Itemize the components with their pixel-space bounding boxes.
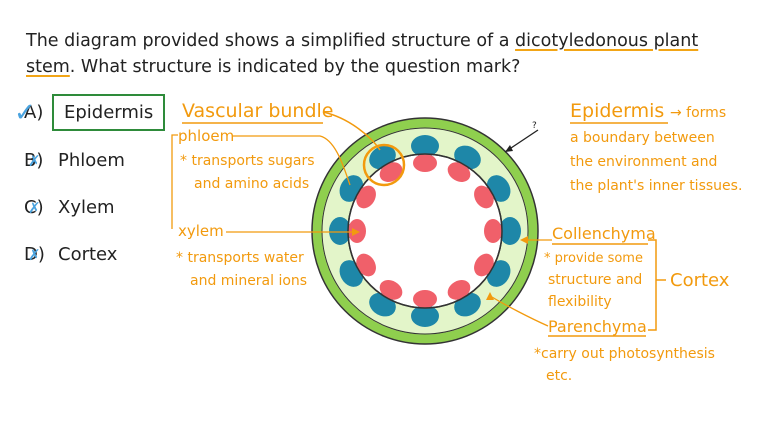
xylem-patch bbox=[356, 253, 376, 277]
epidermis-inner-outline bbox=[321, 127, 529, 335]
parenchyma-pointer bbox=[491, 296, 549, 327]
option-d-letter: D) bbox=[24, 243, 45, 265]
cortex-bracket bbox=[648, 239, 657, 331]
parenchyma-note-1: *carry out photosynthesis bbox=[534, 346, 715, 362]
phloem-pointer bbox=[232, 135, 351, 186]
parenchyma-label: Parenchyma bbox=[548, 317, 647, 336]
option-a-letter: A) bbox=[24, 101, 44, 123]
cambium-ring bbox=[347, 153, 503, 309]
phloem-patch bbox=[411, 135, 439, 157]
cortex-label: Cortex bbox=[670, 270, 730, 291]
option-b-letter: B) bbox=[24, 149, 44, 171]
epidermis-label: Epidermis bbox=[570, 100, 664, 122]
xylem-patch bbox=[379, 162, 403, 182]
xylem-patch bbox=[474, 253, 494, 277]
phloem-label: phloem bbox=[178, 127, 234, 145]
option-b-text: Phloem bbox=[58, 149, 125, 171]
question-part-3: . What structure is indicated by the que… bbox=[69, 57, 521, 77]
xylem-patch bbox=[413, 154, 437, 172]
check-mark-icon: ✓ bbox=[14, 98, 36, 128]
arrow-head-icon bbox=[505, 145, 513, 152]
question-part-1: The diagram provided shows a simplified … bbox=[26, 31, 516, 51]
xylem-note-1: * transports water bbox=[176, 250, 304, 266]
question-highlight-plant: dicotyledonous plant bbox=[515, 31, 699, 51]
collenchyma-label: Collenchyma bbox=[552, 224, 656, 243]
option-c-letter: C) bbox=[24, 196, 44, 218]
xylem-patch bbox=[484, 219, 502, 243]
xylem-patch bbox=[356, 185, 376, 209]
xylem-patch bbox=[474, 185, 494, 209]
cambium-line bbox=[347, 153, 503, 309]
cross-mark-icon: ✗ bbox=[28, 246, 41, 264]
option-c-text: Xylem bbox=[58, 196, 115, 218]
option-b[interactable]: B) Phloem bbox=[24, 142, 125, 178]
collenchyma-note-1: * provide some bbox=[544, 251, 643, 266]
epidermis-note-3: the environment and bbox=[570, 154, 717, 170]
xylem-patch bbox=[447, 162, 471, 182]
collenchyma-note-3: flexibility bbox=[548, 294, 612, 310]
phloem-bracket bbox=[171, 134, 178, 145]
vascular-bundle-pointer bbox=[322, 111, 381, 151]
option-c[interactable]: C) Xylem bbox=[24, 189, 115, 225]
xylem-label: xylem bbox=[178, 222, 224, 240]
vascular-bundle-highlight bbox=[362, 143, 406, 187]
xylem-patch bbox=[413, 290, 437, 308]
xylem-patch bbox=[379, 280, 403, 300]
option-a[interactable]: A) Epidermis bbox=[24, 93, 166, 131]
arrow-head-icon bbox=[486, 292, 494, 300]
epidermis-note-2: a boundary between bbox=[570, 130, 715, 146]
parenchyma-note-2: etc. bbox=[546, 368, 572, 384]
phloem-note-1: * transports sugars bbox=[180, 153, 315, 169]
xylem-note-2: and mineral ions bbox=[190, 273, 307, 289]
epidermis-note-4: the plant's inner tissues. bbox=[570, 178, 742, 194]
cross-mark-icon: ✗ bbox=[28, 199, 41, 217]
option-d-text: Cortex bbox=[58, 243, 118, 265]
xylem-patch bbox=[447, 280, 471, 300]
collenchyma-note-2: structure and bbox=[548, 272, 642, 288]
option-d[interactable]: D) Cortex bbox=[24, 236, 117, 272]
vascular-bundles bbox=[329, 135, 521, 327]
arrow-head-icon bbox=[352, 228, 360, 236]
phloem-patch bbox=[329, 217, 351, 245]
cross-mark-icon: ✗ bbox=[28, 152, 41, 170]
arrow-head-icon bbox=[520, 236, 528, 244]
option-a-text: Epidermis bbox=[52, 93, 166, 131]
question-mark-label: ? bbox=[532, 121, 537, 131]
phloem-note-2: and amino acids bbox=[194, 176, 309, 192]
phloem-patch bbox=[411, 305, 439, 327]
question-text: The diagram provided shows a simplified … bbox=[26, 28, 736, 80]
epidermis-note-1: → forms bbox=[670, 105, 726, 121]
vascular-bundle-label: Vascular bundle bbox=[182, 100, 334, 122]
phloem-patch bbox=[499, 217, 521, 245]
epidermis-outline bbox=[311, 117, 539, 345]
question-highlight-stem: stem bbox=[26, 57, 70, 77]
